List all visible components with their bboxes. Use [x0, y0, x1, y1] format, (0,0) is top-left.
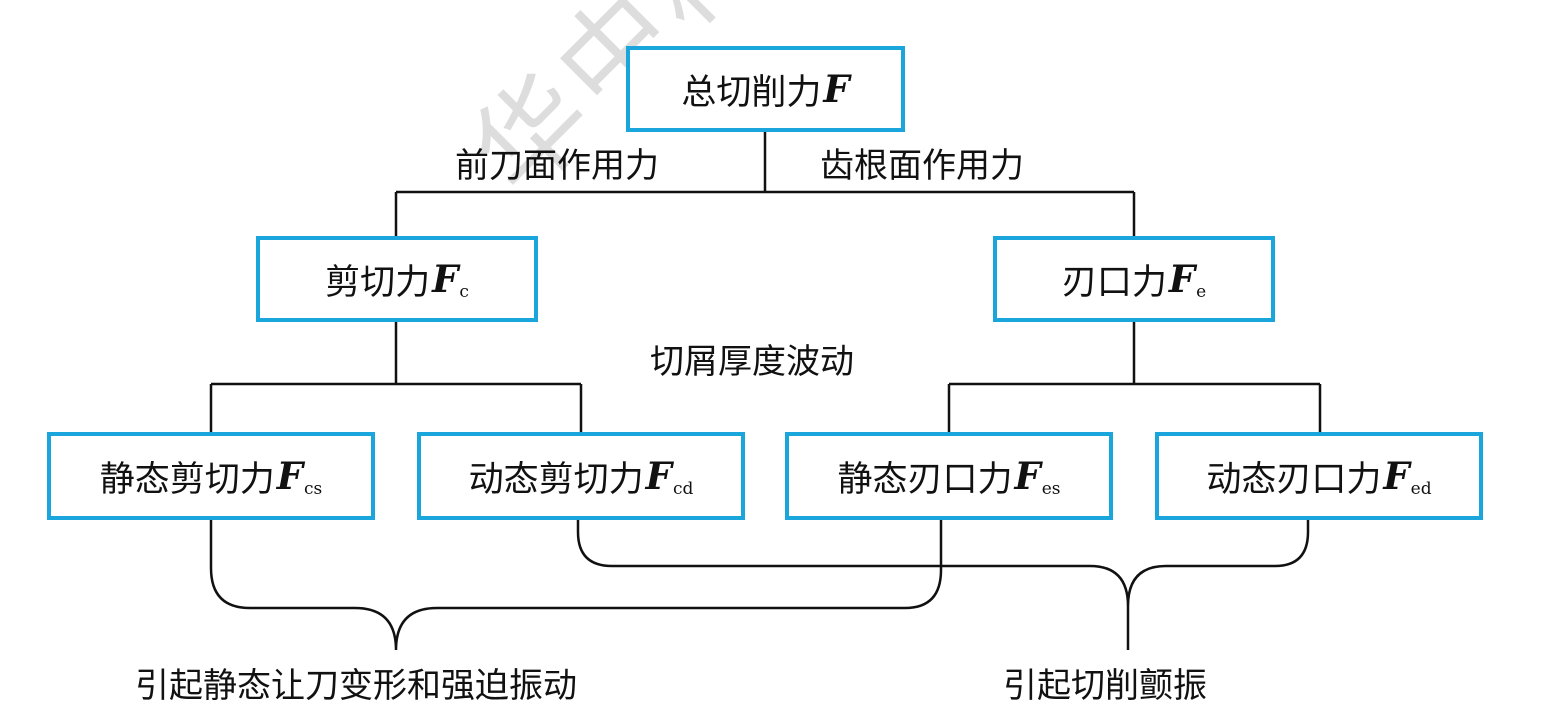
node-label: 总切削力: [681, 72, 822, 113]
node-label: 动态剪切力: [468, 459, 644, 500]
connector-shear: [209, 320, 583, 433]
force-symbol: F: [645, 454, 672, 498]
node-label: 动态刃口力: [1206, 459, 1382, 500]
force-subscript: cd: [672, 479, 694, 499]
label-root-face-force: 齿根面作用力: [820, 146, 1024, 186]
force-symbol: F: [432, 257, 459, 301]
label-rake-face-force: 前刀面作用力: [455, 146, 659, 186]
connector-edge: [947, 320, 1322, 433]
force-symbol: F: [1014, 454, 1041, 498]
connector-root: [394, 130, 1136, 238]
force-subscript: cs: [304, 479, 323, 499]
bracket-chatter: [576, 518, 1310, 607]
force-subscript: e: [1196, 282, 1207, 302]
label-chatter-effect: 引起切削颤振: [1003, 666, 1207, 706]
force-symbol: F: [1383, 454, 1410, 498]
force-symbol: F: [823, 67, 850, 111]
label-static-deflection-effect: 引起静态让刀变形和强迫振动: [135, 666, 577, 706]
force-subscript: c: [459, 282, 469, 302]
node-label: 刃口力: [1061, 262, 1167, 303]
force-subscript: ed: [1410, 479, 1432, 499]
node-label: 静态刃口力: [837, 459, 1013, 500]
bracket-static: [209, 518, 943, 651]
force-subscript: es: [1041, 479, 1061, 499]
force-symbol: F: [276, 454, 304, 498]
force-symbol: F: [1168, 257, 1196, 301]
label-chip-thickness-fluctuation: 切屑厚度波动: [650, 342, 854, 382]
node-label: 静态剪切力: [99, 459, 275, 500]
node-label: 剪切力: [325, 262, 431, 303]
